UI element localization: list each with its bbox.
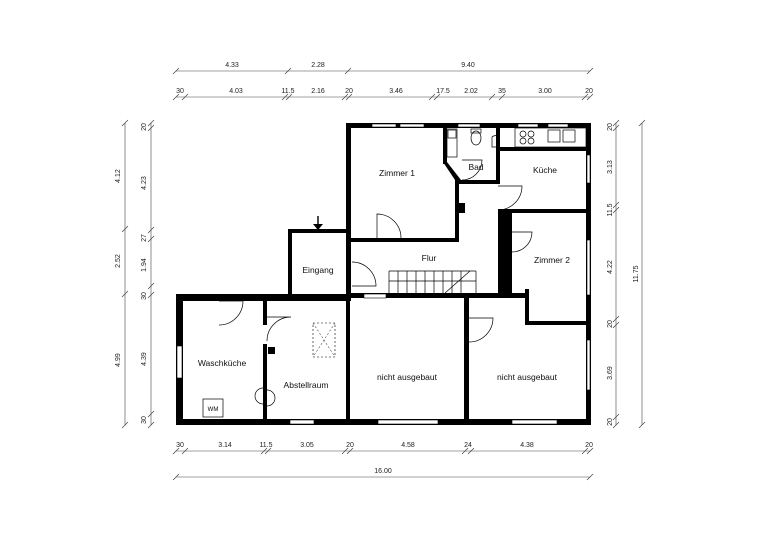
dim-bottom-inner-4: 3.05 xyxy=(300,442,314,449)
dim-top-inner-2: 4.03 xyxy=(229,88,243,95)
dim-bottom-inner-7: 24 xyxy=(464,442,472,449)
abstellraum-fixtures xyxy=(266,322,336,407)
dim-left-outer-3: 4.99 xyxy=(115,353,122,367)
kitchen-counter xyxy=(514,127,587,148)
dim-bottom-inner-2: 3.14 xyxy=(218,442,232,449)
dim-right-inner-2: 3.13 xyxy=(607,160,614,174)
top-inner-dimensions: 30 4.03 11.5 2.16 20 3.46 17.5 2.02 35 3… xyxy=(176,88,593,95)
dim-bottom-inner-1: 30 xyxy=(176,442,184,449)
washing-machine: WM xyxy=(202,387,264,418)
dim-right-total: 11.75 xyxy=(633,265,640,282)
dim-top-inner-11: 20 xyxy=(585,88,593,95)
room-label-abstellraum: Abstellraum xyxy=(284,380,329,390)
room-label-nicht-ausgebaut-1: nicht ausgebaut xyxy=(377,372,438,382)
dim-top-inner-3: 11.5 xyxy=(281,88,294,95)
dim-right-inner-4: 4.22 xyxy=(607,260,614,274)
dim-bottom-inner-5: 20 xyxy=(346,442,354,449)
room-label-zimmer-1: Zimmer 1 xyxy=(379,168,415,178)
dimension-lines xyxy=(121,67,646,481)
dim-left-inner-4: 1.94 xyxy=(141,258,148,272)
dim-top-inner-10: 3.00 xyxy=(538,88,552,95)
dim-left-inner-7: 30 xyxy=(141,416,148,424)
dim-top-outer-2: 2.28 xyxy=(311,62,325,69)
dim-left-inner-1: 20 xyxy=(141,123,148,131)
top-outer-dimensions: 4.33 2.28 9.40 xyxy=(225,62,475,69)
room-label-flur: Flur xyxy=(422,253,437,263)
dim-bottom-inner-9: 20 xyxy=(585,442,593,449)
dim-top-inner-5: 20 xyxy=(345,88,353,95)
dim-top-inner-6: 3.46 xyxy=(389,88,403,95)
dim-left-inner-2: 4.23 xyxy=(141,176,148,190)
dim-right-inner-3: 11.5 xyxy=(607,203,614,216)
room-label-zimmer-2: Zimmer 2 xyxy=(534,255,570,265)
room-label-bad: Bad xyxy=(468,162,483,172)
dim-right-inner-7: 20 xyxy=(607,418,614,426)
dim-top-inner-7: 17.5 xyxy=(436,88,450,95)
dim-top-inner-9: 35 xyxy=(498,88,506,95)
room-labels: Zimmer 1 Bad Küche Eingang Flur Zimmer 2… xyxy=(198,162,570,390)
room-label-nicht-ausgebaut-2: nicht ausgebaut xyxy=(497,372,558,382)
dim-right-inner-5: 20 xyxy=(607,320,614,328)
right-inner-dimensions: 20 3.13 11.5 4.22 20 3.69 20 xyxy=(607,123,614,426)
left-inner-dimensions: 20 4.23 27 1.94 30 4.39 30 xyxy=(141,123,148,424)
room-label-kueche: Küche xyxy=(533,165,557,175)
dim-left-outer-1: 4.12 xyxy=(115,169,122,183)
dim-top-outer-3: 9.40 xyxy=(461,62,475,69)
dim-bottom-inner-8: 4.38 xyxy=(520,442,534,449)
dim-left-outer-2: 2.52 xyxy=(115,254,122,268)
doors xyxy=(218,159,533,343)
dim-top-inner-4: 2.16 xyxy=(311,88,325,95)
room-label-eingang: Eingang xyxy=(302,265,333,275)
dim-left-inner-5: 30 xyxy=(141,292,148,300)
left-outer-dimensions: 4.12 2.52 4.99 xyxy=(115,169,122,367)
dim-bottom-inner-3: 11.5 xyxy=(259,442,272,449)
dim-left-inner-3: 27 xyxy=(141,234,148,242)
dim-left-inner-6: 4.39 xyxy=(141,352,148,366)
dim-bottom-inner-6: 4.58 xyxy=(401,442,415,449)
bottom-inner-dimensions: 30 3.14 11.5 3.05 20 4.58 24 4.38 20 xyxy=(176,442,593,449)
dim-right-inner-6: 3.69 xyxy=(607,366,614,380)
dim-top-outer-1: 4.33 xyxy=(225,62,239,69)
washing-machine-label: WM xyxy=(208,407,219,413)
room-label-waschkueche: Waschküche xyxy=(198,358,247,368)
dim-top-inner-8: 2.02 xyxy=(464,88,478,95)
windows xyxy=(176,123,591,425)
bathroom-fixtures xyxy=(446,128,501,158)
staircase xyxy=(388,270,477,294)
dim-right-inner-1: 20 xyxy=(607,123,614,131)
entrance-arrow-icon xyxy=(313,216,323,230)
dim-top-inner-1: 30 xyxy=(176,88,184,95)
dim-bottom-total: 16.00 xyxy=(374,468,392,475)
